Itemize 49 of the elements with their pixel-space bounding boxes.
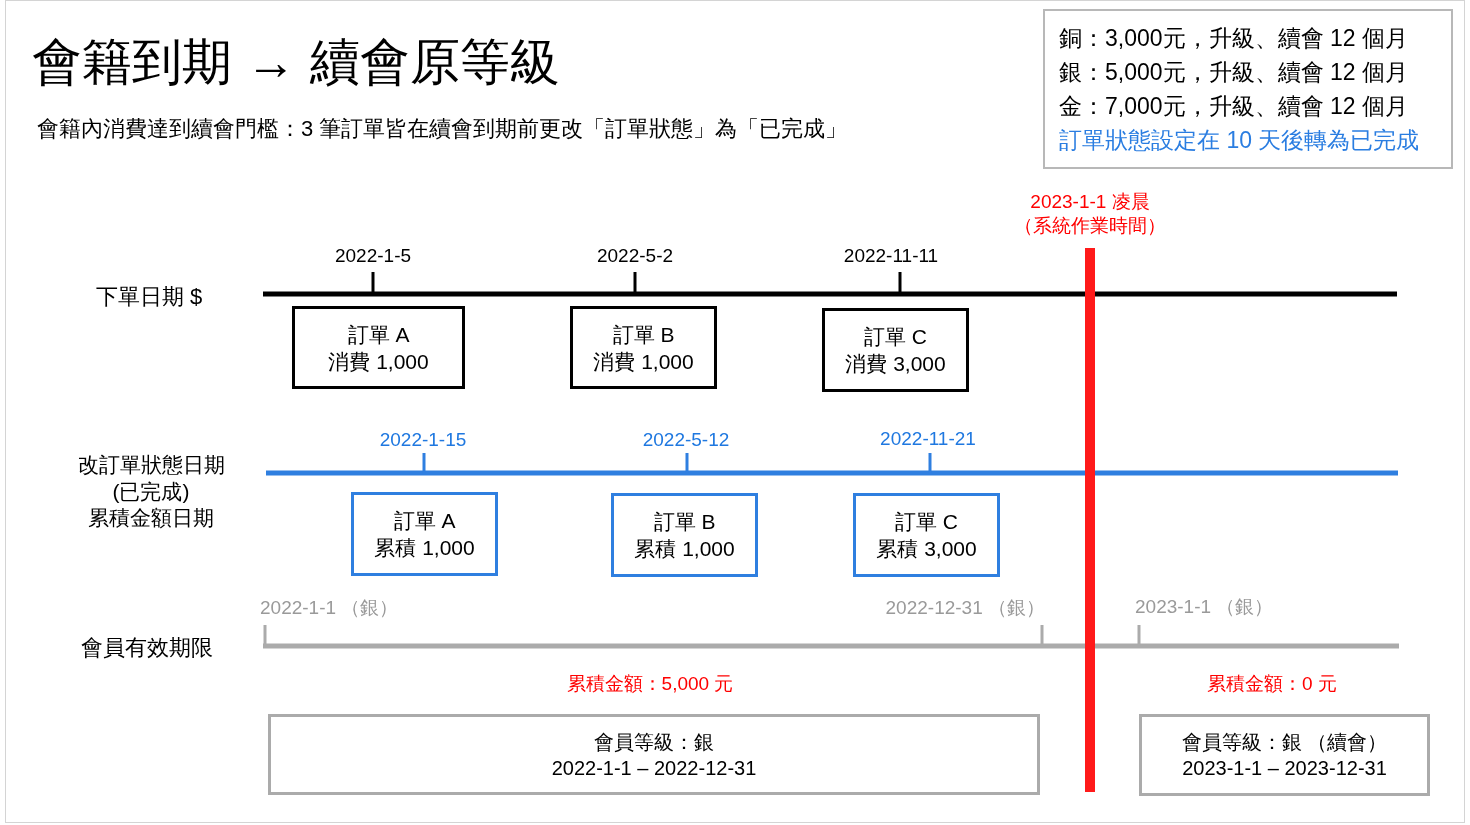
tier-rule-text: 金：7,000元，升級、續會 12 個月 [1059, 91, 1408, 121]
order-box [292, 306, 465, 389]
tier-rule-text: 銅：3,000元，升級、續會 12 個月 [1059, 23, 1408, 53]
order-name-label: 訂單 C [895, 509, 958, 535]
membership-period-box [1139, 714, 1430, 796]
title-text: 會籍到期 → 續會原等級 [32, 37, 560, 87]
membership-level-label: 會員等級：銀 [594, 729, 714, 755]
cutoff-time-label: （系統作業時間） [1014, 214, 1166, 238]
tier-rules-panel [1043, 9, 1453, 169]
completed-order-box [611, 493, 758, 577]
date-label: 2022-1-5 [334, 244, 412, 268]
order-name-label: 訂單 B [612, 321, 675, 348]
row-label: 下單日期 $ [96, 283, 203, 311]
accumulated-amount-label: 累積 3,000 [876, 536, 977, 562]
row-label: 改訂單狀態日期 [77, 451, 225, 478]
order-box [570, 306, 717, 389]
date-label: 2022-1-1 （銀） [260, 596, 399, 620]
order-name-label: 訂單 A [347, 321, 410, 348]
membership-level-label: 會員等級：銀 （續會） [1181, 730, 1388, 755]
cutoff-time-label: 2023-1-1 凌晨 [1030, 190, 1150, 214]
note-text: 訂單狀態設定在 10 天後轉為已完成 [1059, 125, 1420, 155]
membership-period-box [268, 714, 1040, 795]
order-amount-label: 消費 3,000 [845, 351, 946, 377]
row-label: (已完成) [112, 478, 190, 505]
row-label: 累積金額日期 [88, 504, 214, 531]
subtitle-text: 會籍內消費達到續會門檻：3 筆訂單皆在續會到期前更改「訂單狀態」為「已完成」 [37, 115, 848, 143]
date-label: 2022-11-11 [843, 244, 939, 268]
order-name-label: 訂單 B [653, 509, 716, 535]
order-name-label: 訂單 C [864, 324, 927, 350]
completed-order-box [351, 492, 498, 576]
membership-dates-label: 2023-1-1 – 2023-12-31 [1182, 756, 1387, 781]
date-label: 2023-1-1 （銀） [1135, 595, 1274, 619]
order-name-label: 訂單 A [393, 508, 456, 534]
accumulated-total-label: 累積金額：5,000 元 [566, 672, 734, 696]
order-box [822, 308, 969, 392]
completed-order-box [853, 493, 1000, 577]
tier-rule-text: 銀：5,000元，升級、續會 12 個月 [1059, 57, 1408, 87]
date-label: 2022-11-21 [880, 427, 976, 451]
date-label: 2022-5-12 [642, 428, 730, 452]
date-label: 2022-12-31 （銀） [885, 596, 1045, 620]
membership-dates-label: 2022-1-1 – 2022-12-31 [551, 755, 757, 781]
date-label: 2022-1-15 [379, 428, 467, 452]
accumulated-amount-label: 累積 1,000 [634, 536, 735, 562]
date-label: 2022-5-2 [596, 244, 674, 268]
row-label: 會員有效期限 [81, 634, 213, 662]
order-amount-label: 消費 1,000 [328, 348, 429, 375]
accumulated-total-label: 累積金額：0 元 [1207, 672, 1337, 696]
accumulated-amount-label: 累積 1,000 [374, 535, 475, 561]
order-amount-label: 消費 1,000 [593, 348, 694, 375]
